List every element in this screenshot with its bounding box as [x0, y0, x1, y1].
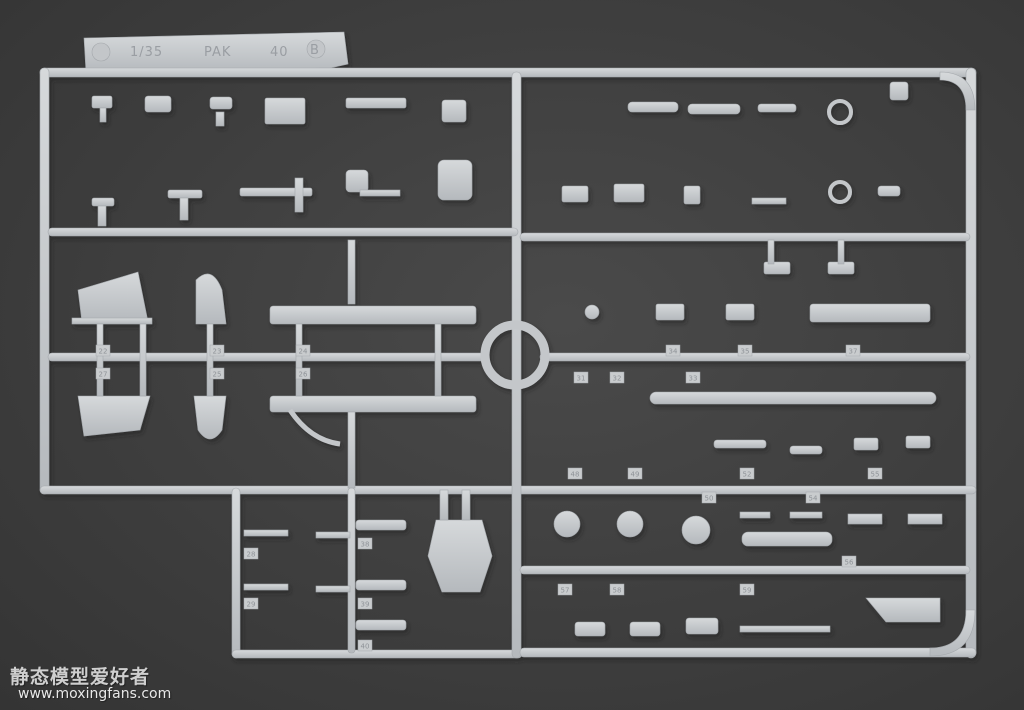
part-number-tab [609, 371, 625, 384]
part-number-number: 37 [849, 348, 858, 356]
part-number-tab [295, 344, 311, 357]
part-number-tab [841, 555, 857, 568]
part-number-tab [573, 371, 589, 384]
part-number-tab [243, 597, 259, 610]
part-number-number: 26 [299, 371, 308, 379]
part-number-tab [739, 467, 755, 480]
part-number-number: 31 [577, 375, 586, 383]
part-number-number: 52 [743, 471, 752, 479]
sprue-letter-circle-icon [306, 39, 326, 59]
part-number-number: 40 [361, 643, 370, 651]
part-number-number: 58 [613, 587, 622, 595]
part-number-tab [243, 547, 259, 560]
part-number-number: 34 [669, 348, 678, 356]
part-number-number: 56 [845, 559, 854, 567]
part-number-number: 59 [743, 587, 752, 595]
part-number-tab [739, 583, 755, 596]
part-number-number: 25 [213, 371, 222, 379]
part-number-tab [209, 367, 225, 380]
part-number-tab [557, 583, 573, 596]
part-number-tab [805, 491, 821, 504]
sprue-letter: B [310, 43, 320, 58]
part-number-tab [295, 367, 311, 380]
logo-emblem-icon [91, 42, 111, 62]
part-number-number: 22 [99, 348, 108, 356]
part-number-number: 39 [361, 601, 370, 609]
part-number-number: 28 [247, 551, 256, 559]
watermark-url: www.moxingfans.com [18, 686, 172, 702]
watermark: 静态模型爱好者 www.moxingfans.com [10, 662, 210, 708]
part-number-tab [685, 371, 701, 384]
sprue-name-tag [83, 31, 349, 73]
part-number-number: 27 [99, 371, 108, 379]
part-number-tab [609, 583, 625, 596]
part-number-number: 54 [809, 495, 818, 503]
part-number-number: 24 [299, 348, 308, 356]
part-number-tab [867, 467, 883, 480]
part-number-number: 29 [247, 601, 256, 609]
part-number-tab [665, 344, 681, 357]
part-number-number: 35 [741, 348, 750, 356]
sprue-number: 40 [270, 45, 289, 60]
part-number-number: 38 [361, 541, 370, 549]
watermark-brand: 静态模型爱好者 [10, 666, 151, 688]
kit-label: PAK [204, 45, 231, 60]
part-number-tab [567, 467, 583, 480]
part-number-number: 50 [705, 495, 714, 503]
part-number-tab [357, 537, 373, 550]
part-number-number: 32 [613, 375, 622, 383]
part-number-tab [701, 491, 717, 504]
scale-label: 1/35 [130, 45, 163, 60]
part-number-tab [95, 367, 111, 380]
part-number-tab [737, 344, 753, 357]
part-number-number: 48 [571, 471, 580, 479]
part-number-tab [95, 344, 111, 357]
part-number-tab [845, 344, 861, 357]
part-number-tab [209, 344, 225, 357]
part-number-tab [627, 467, 643, 480]
part-number-number: 55 [871, 471, 880, 479]
part-number-tab [357, 639, 373, 652]
part-number-tab [357, 597, 373, 610]
part-number-number: 49 [631, 471, 640, 479]
part-number-number: 23 [213, 348, 222, 356]
part-number-number: 33 [689, 375, 698, 383]
part-number-number: 57 [561, 587, 570, 595]
